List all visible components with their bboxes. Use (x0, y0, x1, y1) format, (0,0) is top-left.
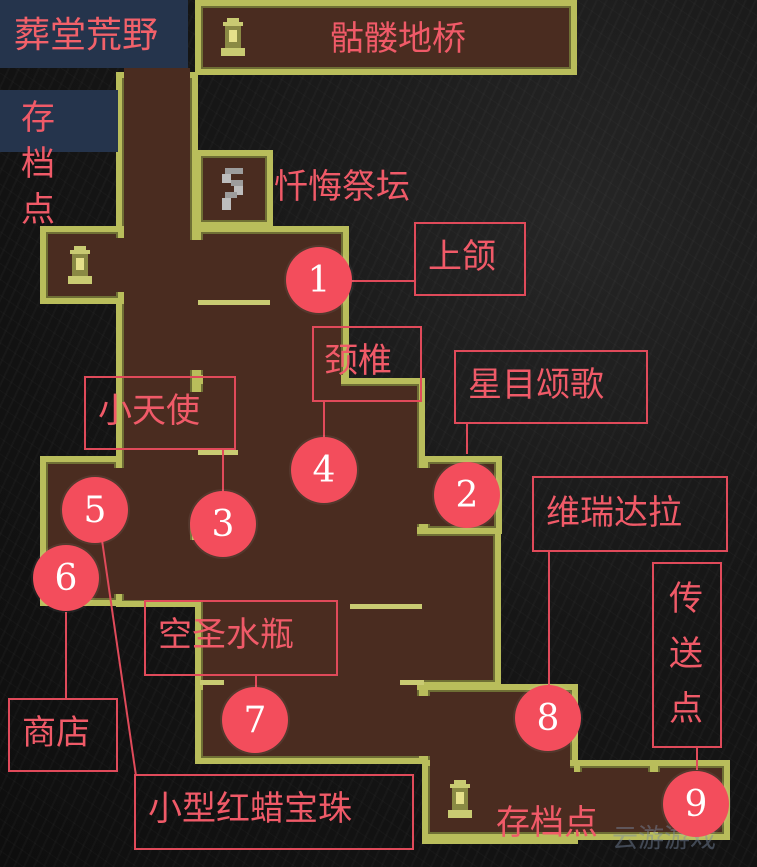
callout-label-8: 维瑞达拉 (546, 493, 682, 533)
callout-line-6 (65, 612, 67, 700)
platform (200, 680, 224, 685)
callout-label-9: 传送点 (669, 579, 703, 730)
callout-line-1 (350, 280, 416, 282)
save-lantern-icon[interactable] (446, 780, 474, 818)
callout-box-3 (84, 376, 236, 450)
connector (186, 540, 206, 600)
connector (430, 752, 570, 772)
callout-line-2 (466, 424, 468, 454)
callout-box-4 (312, 326, 422, 402)
callout-box-2 (454, 350, 648, 424)
area-tag-top-left-text: 葬堂荒野 (14, 15, 159, 56)
area-tag-left-save (0, 90, 118, 152)
altar-icon[interactable] (216, 168, 252, 210)
callout-box-8 (532, 476, 728, 552)
connector (186, 392, 206, 522)
connector (124, 80, 190, 600)
save-lantern-icon[interactable] (66, 246, 94, 284)
callout-box-1 (414, 222, 526, 296)
connector (566, 772, 586, 832)
callout-label-5: 小型红蜡宝珠 (148, 789, 352, 829)
marker-4[interactable]: 4 (291, 437, 357, 503)
connector (414, 696, 434, 756)
label-bridge: 骷髅地桥 (330, 19, 466, 59)
callout-label-2: 星目颂歌 (468, 365, 604, 405)
connector (186, 240, 206, 370)
room-bridge[interactable] (195, 0, 577, 75)
room-teleport-corridor[interactable] (574, 760, 656, 840)
callout-label-1: 上颌 (428, 237, 496, 277)
callout-box-5 (134, 774, 414, 850)
connector (644, 772, 664, 832)
connector (124, 68, 190, 82)
callout-label-3: 小天使 (98, 391, 200, 431)
callout-line-8 (548, 552, 550, 688)
connector (203, 370, 341, 390)
connector (110, 238, 130, 292)
connector (414, 468, 434, 524)
callout-box-7 (144, 600, 338, 676)
marker-8[interactable]: 8 (515, 685, 581, 751)
marker-3[interactable]: 3 (190, 491, 256, 557)
callout-label-7: 空圣水瓶 (158, 615, 294, 655)
marker-1[interactable]: 1 (286, 247, 352, 313)
label-altar: 忏悔祭坛 (274, 167, 410, 207)
marker-6[interactable]: 6 (33, 545, 99, 611)
label-left-save: 存档点 (21, 98, 55, 230)
save-lantern-icon[interactable] (219, 18, 247, 56)
callout-box-6 (8, 698, 118, 772)
marker-2[interactable]: 2 (434, 462, 500, 528)
callout-line-9 (696, 748, 698, 770)
platform (198, 450, 238, 455)
marker-9[interactable]: 9 (663, 771, 729, 837)
callout-line-3 (222, 450, 224, 492)
room-middle[interactable] (195, 528, 501, 688)
room-save-bottom[interactable] (422, 760, 582, 840)
platform (400, 680, 424, 685)
callout-label-4: 颈椎 (324, 341, 392, 381)
platform (350, 604, 422, 609)
callout-line-4 (323, 402, 325, 442)
callout-line-7 (255, 676, 257, 690)
label-save-bottom: 存档点 (496, 803, 598, 843)
callout-box-9 (652, 562, 722, 748)
connector (203, 520, 417, 540)
marker-7[interactable]: 7 (222, 687, 288, 753)
marker-5[interactable]: 5 (62, 477, 128, 543)
callout-label-6: 商店 (22, 713, 90, 753)
area-tag-top-left: 葬堂荒野 (0, 0, 188, 68)
platform (198, 300, 270, 305)
